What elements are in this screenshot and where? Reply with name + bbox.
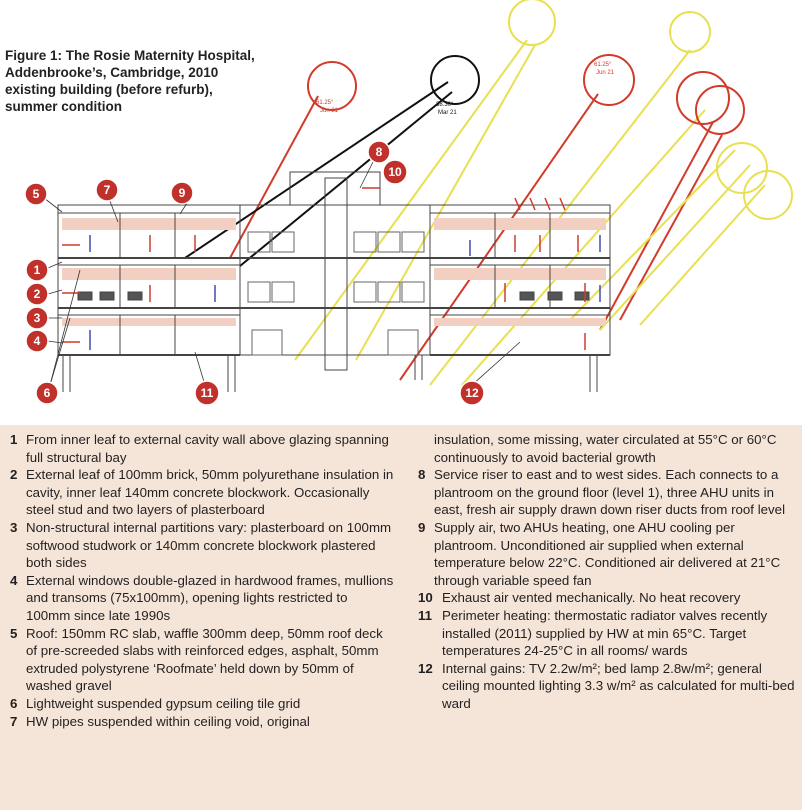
legend-text: Exhaust air vented mechanically. No heat… bbox=[442, 590, 741, 606]
callout-label-1: 1 bbox=[34, 263, 41, 277]
legend-item-6: 6 Lightweight suspended gypsum ceiling ti… bbox=[10, 695, 395, 713]
callout-label-12: 12 bbox=[465, 386, 479, 400]
sun-ray-yellow-7 bbox=[639, 184, 766, 326]
sun-label-3-date: Jun 21 bbox=[596, 70, 615, 76]
sun-ray-yellow-4 bbox=[461, 109, 706, 386]
legend-item-10: 10 Exhaust air vented mechanically. No he… bbox=[418, 589, 798, 607]
legend-item-2: 2 External leaf of 100mm brick, 50mm poly… bbox=[10, 466, 395, 519]
legend-number: 5 bbox=[10, 625, 18, 641]
sun-ray-black-2 bbox=[239, 91, 453, 267]
sun-ray-red-2 bbox=[599, 121, 714, 331]
airflow-arrows bbox=[62, 187, 601, 350]
sun-label-2-angle: 38.30° bbox=[436, 102, 454, 108]
legend-column-right: insulation, some missing, water circulat… bbox=[418, 431, 798, 713]
legend-item-5: 5 Roof: 150mm RC slab, waffle 300mm deep,… bbox=[10, 625, 395, 695]
sun-disc-yellow-3 bbox=[743, 170, 793, 220]
legend-item-1: 1 From inner leaf to external cavity wall… bbox=[10, 431, 395, 466]
callout-label-8: 8 bbox=[376, 145, 383, 159]
legend-text: Internal gains: TV 2.2w/m²; bed lamp 2.8… bbox=[442, 660, 795, 711]
legend-item-7: 7 HW pipes suspended within ceiling void,… bbox=[10, 713, 395, 731]
callout-badge-9 bbox=[170, 181, 194, 205]
sun-label-1-angle: 61.25° bbox=[316, 100, 334, 106]
legend-panel: 1 From inner leaf to external cavity wall… bbox=[0, 425, 802, 810]
sun-rays bbox=[184, 39, 766, 386]
sun-disc-red-2 bbox=[676, 71, 730, 125]
callout-label-2: 2 bbox=[34, 287, 41, 301]
legend-number: 4 bbox=[10, 572, 18, 588]
sun-ray-yellow-3 bbox=[429, 49, 691, 386]
legend-text: Perimeter heating: thermostatic radiator… bbox=[442, 607, 768, 659]
legend-number: 10 bbox=[418, 590, 433, 606]
callout-badge-11 bbox=[194, 380, 220, 406]
callout-label-3: 3 bbox=[34, 311, 41, 325]
legend-item-9: 9 Supply air, two AHUs heating, one AHU c… bbox=[418, 519, 798, 589]
callout-badge-6 bbox=[35, 381, 59, 405]
sun-ray-yellow-6 bbox=[599, 164, 751, 331]
legend-item-3: 3 Non-structural internal partitions vary… bbox=[10, 519, 395, 572]
callout-badge-2 bbox=[25, 282, 49, 306]
legend-number: 11 bbox=[418, 607, 433, 623]
sun-disc-jun21-right bbox=[583, 54, 635, 106]
legend-text: HW pipes suspended within ceiling void, … bbox=[26, 713, 310, 729]
legend-text: Supply air, two AHUs heating, one AHU co… bbox=[434, 519, 781, 588]
sun-ray-yellow-1 bbox=[294, 39, 528, 361]
callout-badge-7 bbox=[95, 178, 119, 202]
legend-item-4: 4 External windows double-glazed in hardw… bbox=[10, 572, 395, 625]
callout-badge-10 bbox=[382, 159, 408, 185]
legend-number: 6 bbox=[10, 695, 18, 711]
callout-badge-8 bbox=[367, 140, 391, 164]
sun-label-2-date: Mar 21 bbox=[438, 110, 457, 116]
sun-ray-red-left bbox=[229, 95, 319, 259]
legend-text: External leaf of 100mm brick, 50mm polyu… bbox=[26, 467, 394, 518]
sun-disc-yellow-2 bbox=[716, 142, 768, 194]
legend-number: 9 bbox=[418, 519, 426, 535]
legend-item-7-continuation: insulation, some missing, water circulat… bbox=[434, 432, 777, 465]
legend-item-8: 8 Service riser to east and to west sides… bbox=[418, 466, 798, 519]
legend-text: Service riser to east and to west sides.… bbox=[434, 467, 786, 518]
sun-disc-yellow-top bbox=[508, 0, 556, 46]
legend-number: 3 bbox=[10, 519, 18, 535]
legend-text: External windows double-glazed in hardwo… bbox=[26, 572, 394, 623]
callout-leaders bbox=[43, 157, 521, 386]
callout-label-5: 5 bbox=[33, 187, 40, 201]
callout-badge-1 bbox=[25, 258, 49, 282]
callout-label-4: 4 bbox=[34, 334, 41, 348]
legend-number: 8 bbox=[418, 467, 426, 483]
legend-number: 1 bbox=[10, 432, 18, 447]
legend-text: Lightweight suspended gypsum ceiling til… bbox=[26, 695, 301, 711]
sun-disc-red-3 bbox=[695, 85, 745, 135]
callout-badge-5 bbox=[24, 182, 48, 206]
callout-badge-12 bbox=[459, 380, 485, 406]
legend-number: 12 bbox=[418, 660, 433, 676]
legend-text: Roof: 150mm RC slab, waffle 300mm deep, … bbox=[26, 625, 383, 694]
callout-label-7: 7 bbox=[104, 183, 111, 197]
legend-number: 7 bbox=[10, 713, 18, 729]
building-section-diagram: 61.25° Jun 21 38.30° Mar 21 61.25° Jun 2… bbox=[24, 0, 793, 406]
callout-label-10: 10 bbox=[388, 165, 402, 179]
sun-discs bbox=[307, 0, 793, 220]
callout-badges: 5 7 9 1 2 3 4 6 8 10 11 12 bbox=[24, 140, 485, 406]
sun-ray-yellow-5 bbox=[569, 149, 736, 321]
building-section bbox=[57, 171, 611, 392]
legend-item-12: 12 Internal gains: TV 2.2w/m²; bed lamp 2… bbox=[418, 660, 798, 713]
sun-disc-yellow-4 bbox=[669, 11, 711, 53]
legend-number: 2 bbox=[10, 467, 18, 483]
callout-label-11: 11 bbox=[201, 386, 214, 400]
callout-badge-3 bbox=[25, 306, 49, 330]
sun-disc-mar21 bbox=[430, 55, 480, 105]
legend-column-left: 1 From inner leaf to external cavity wall… bbox=[10, 431, 395, 730]
legend-text: Non-structural internal partitions vary:… bbox=[26, 519, 392, 571]
legend-item-11: 11 Perimeter heating: thermostatic radiat… bbox=[418, 607, 798, 660]
sun-ray-red-1 bbox=[399, 93, 599, 381]
service-riser bbox=[324, 177, 348, 371]
callout-label-9: 9 bbox=[179, 186, 186, 200]
figure-title: Figure 1: The Rosie Maternity Hospital, … bbox=[5, 48, 255, 114]
sun-disc-jun21-left bbox=[307, 61, 357, 111]
sun-label-1-date: Jun 21 bbox=[320, 108, 339, 114]
callout-badge-4 bbox=[25, 329, 49, 353]
legend-text: From inner leaf to external cavity wall … bbox=[26, 432, 389, 465]
sun-label-3-angle: 61.25° bbox=[594, 62, 612, 68]
callout-label-6: 6 bbox=[44, 386, 51, 400]
